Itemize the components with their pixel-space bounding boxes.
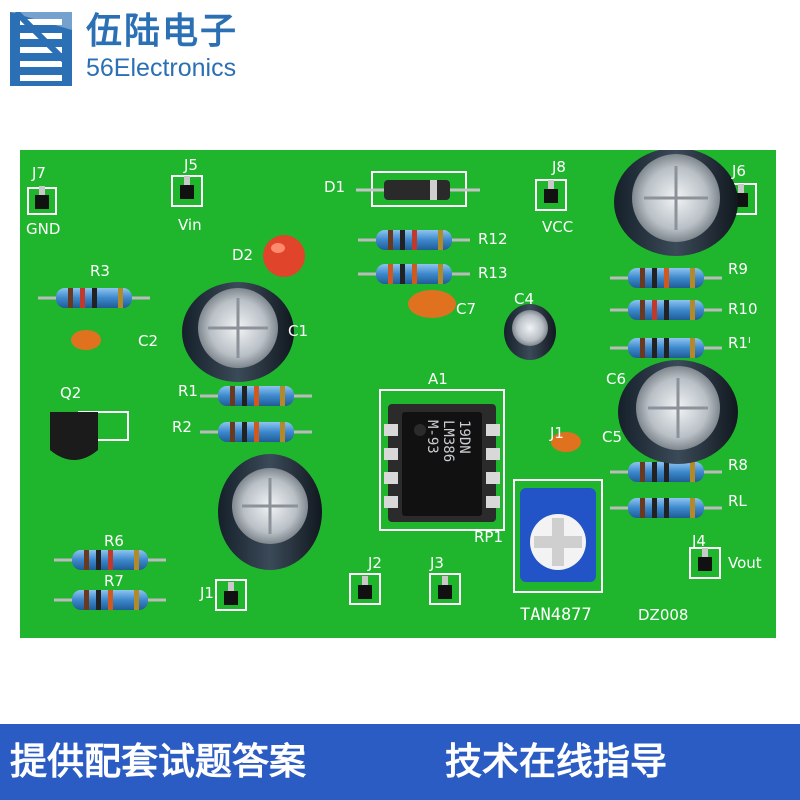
label-j3: J3 bbox=[429, 554, 444, 572]
chip-marking-line1: 19DN bbox=[456, 420, 472, 454]
transistor-q2 bbox=[50, 412, 98, 460]
resistors bbox=[38, 230, 722, 610]
label-r8: R8 bbox=[728, 456, 748, 474]
label-gnd: GND bbox=[26, 220, 60, 238]
label-j4: J4 bbox=[691, 532, 706, 550]
label-j6: J6 bbox=[731, 162, 746, 180]
label-model: TAN4877 bbox=[520, 605, 592, 625]
label-code: DZ008 bbox=[638, 606, 688, 624]
label-j2: J2 bbox=[367, 554, 382, 572]
label-vin: Vin bbox=[178, 216, 202, 234]
brand-logo-icon bbox=[10, 12, 72, 86]
led-d2 bbox=[263, 235, 305, 277]
label-j7: J7 bbox=[31, 164, 46, 182]
label-d2: D2 bbox=[232, 246, 253, 264]
label-c5: C5 bbox=[602, 428, 622, 446]
label-q2: Q2 bbox=[60, 384, 81, 402]
silkscreen-outlines bbox=[27, 171, 757, 611]
ceramic-capacitors bbox=[71, 290, 581, 452]
label-r7: R7 bbox=[104, 572, 124, 590]
label-rp1: RP1 bbox=[474, 528, 503, 546]
promo-banner: 提供配套试题答案 技术在线指导 bbox=[0, 724, 800, 800]
pcb-board: 19DN LM386 M-93 J7 GND J5 Vin D1 D2 R12 … bbox=[20, 150, 776, 638]
brand-name-cn: 伍陆电子 bbox=[86, 11, 239, 52]
label-r11: R1ᴵ bbox=[728, 334, 751, 352]
label-r1: R1 bbox=[178, 382, 198, 400]
label-vout: Vout bbox=[728, 554, 762, 572]
label-d1: D1 bbox=[324, 178, 345, 196]
label-j1-top: J1 bbox=[549, 424, 564, 442]
label-r2: R2 bbox=[172, 418, 192, 436]
label-r9: R9 bbox=[728, 260, 748, 278]
chip-marking-line2: LM386 bbox=[440, 420, 456, 462]
label-j8: J8 bbox=[551, 158, 566, 176]
label-r10: R10 bbox=[728, 300, 758, 318]
label-r3: R3 bbox=[90, 262, 110, 280]
electrolytic-capacitors bbox=[182, 150, 738, 570]
label-c4: C4 bbox=[514, 290, 534, 308]
silkscreen-labels: J7 GND J5 Vin D1 D2 R12 R13 C7 J8 VCC J6… bbox=[26, 156, 762, 625]
label-j5: J5 bbox=[183, 156, 198, 174]
banner-text-right: 技术在线指导 bbox=[445, 740, 667, 783]
diode-d1 bbox=[356, 180, 480, 200]
banner-text-left: 提供配套试题答案 bbox=[10, 740, 306, 783]
label-a1: A1 bbox=[428, 370, 448, 388]
potentiometer-rp1 bbox=[520, 488, 596, 582]
label-c1: C1 bbox=[288, 322, 308, 340]
chip-marking-line3: M-93 bbox=[424, 420, 440, 454]
label-rl: RL bbox=[728, 492, 747, 510]
brand-name-en: 56Electronics bbox=[86, 54, 237, 82]
label-c7: C7 bbox=[456, 300, 476, 318]
label-r12: R12 bbox=[478, 230, 508, 248]
label-r13: R13 bbox=[478, 264, 508, 282]
lm386-chip: 19DN LM386 M-93 bbox=[384, 404, 500, 522]
label-j1: J1 bbox=[199, 584, 214, 602]
brand-header: 伍陆电子 56Electronics bbox=[0, 0, 800, 100]
label-c6: C6 bbox=[606, 370, 626, 388]
label-r6: R6 bbox=[104, 532, 124, 550]
label-c2: C2 bbox=[138, 332, 158, 350]
label-vcc: VCC bbox=[542, 218, 573, 236]
